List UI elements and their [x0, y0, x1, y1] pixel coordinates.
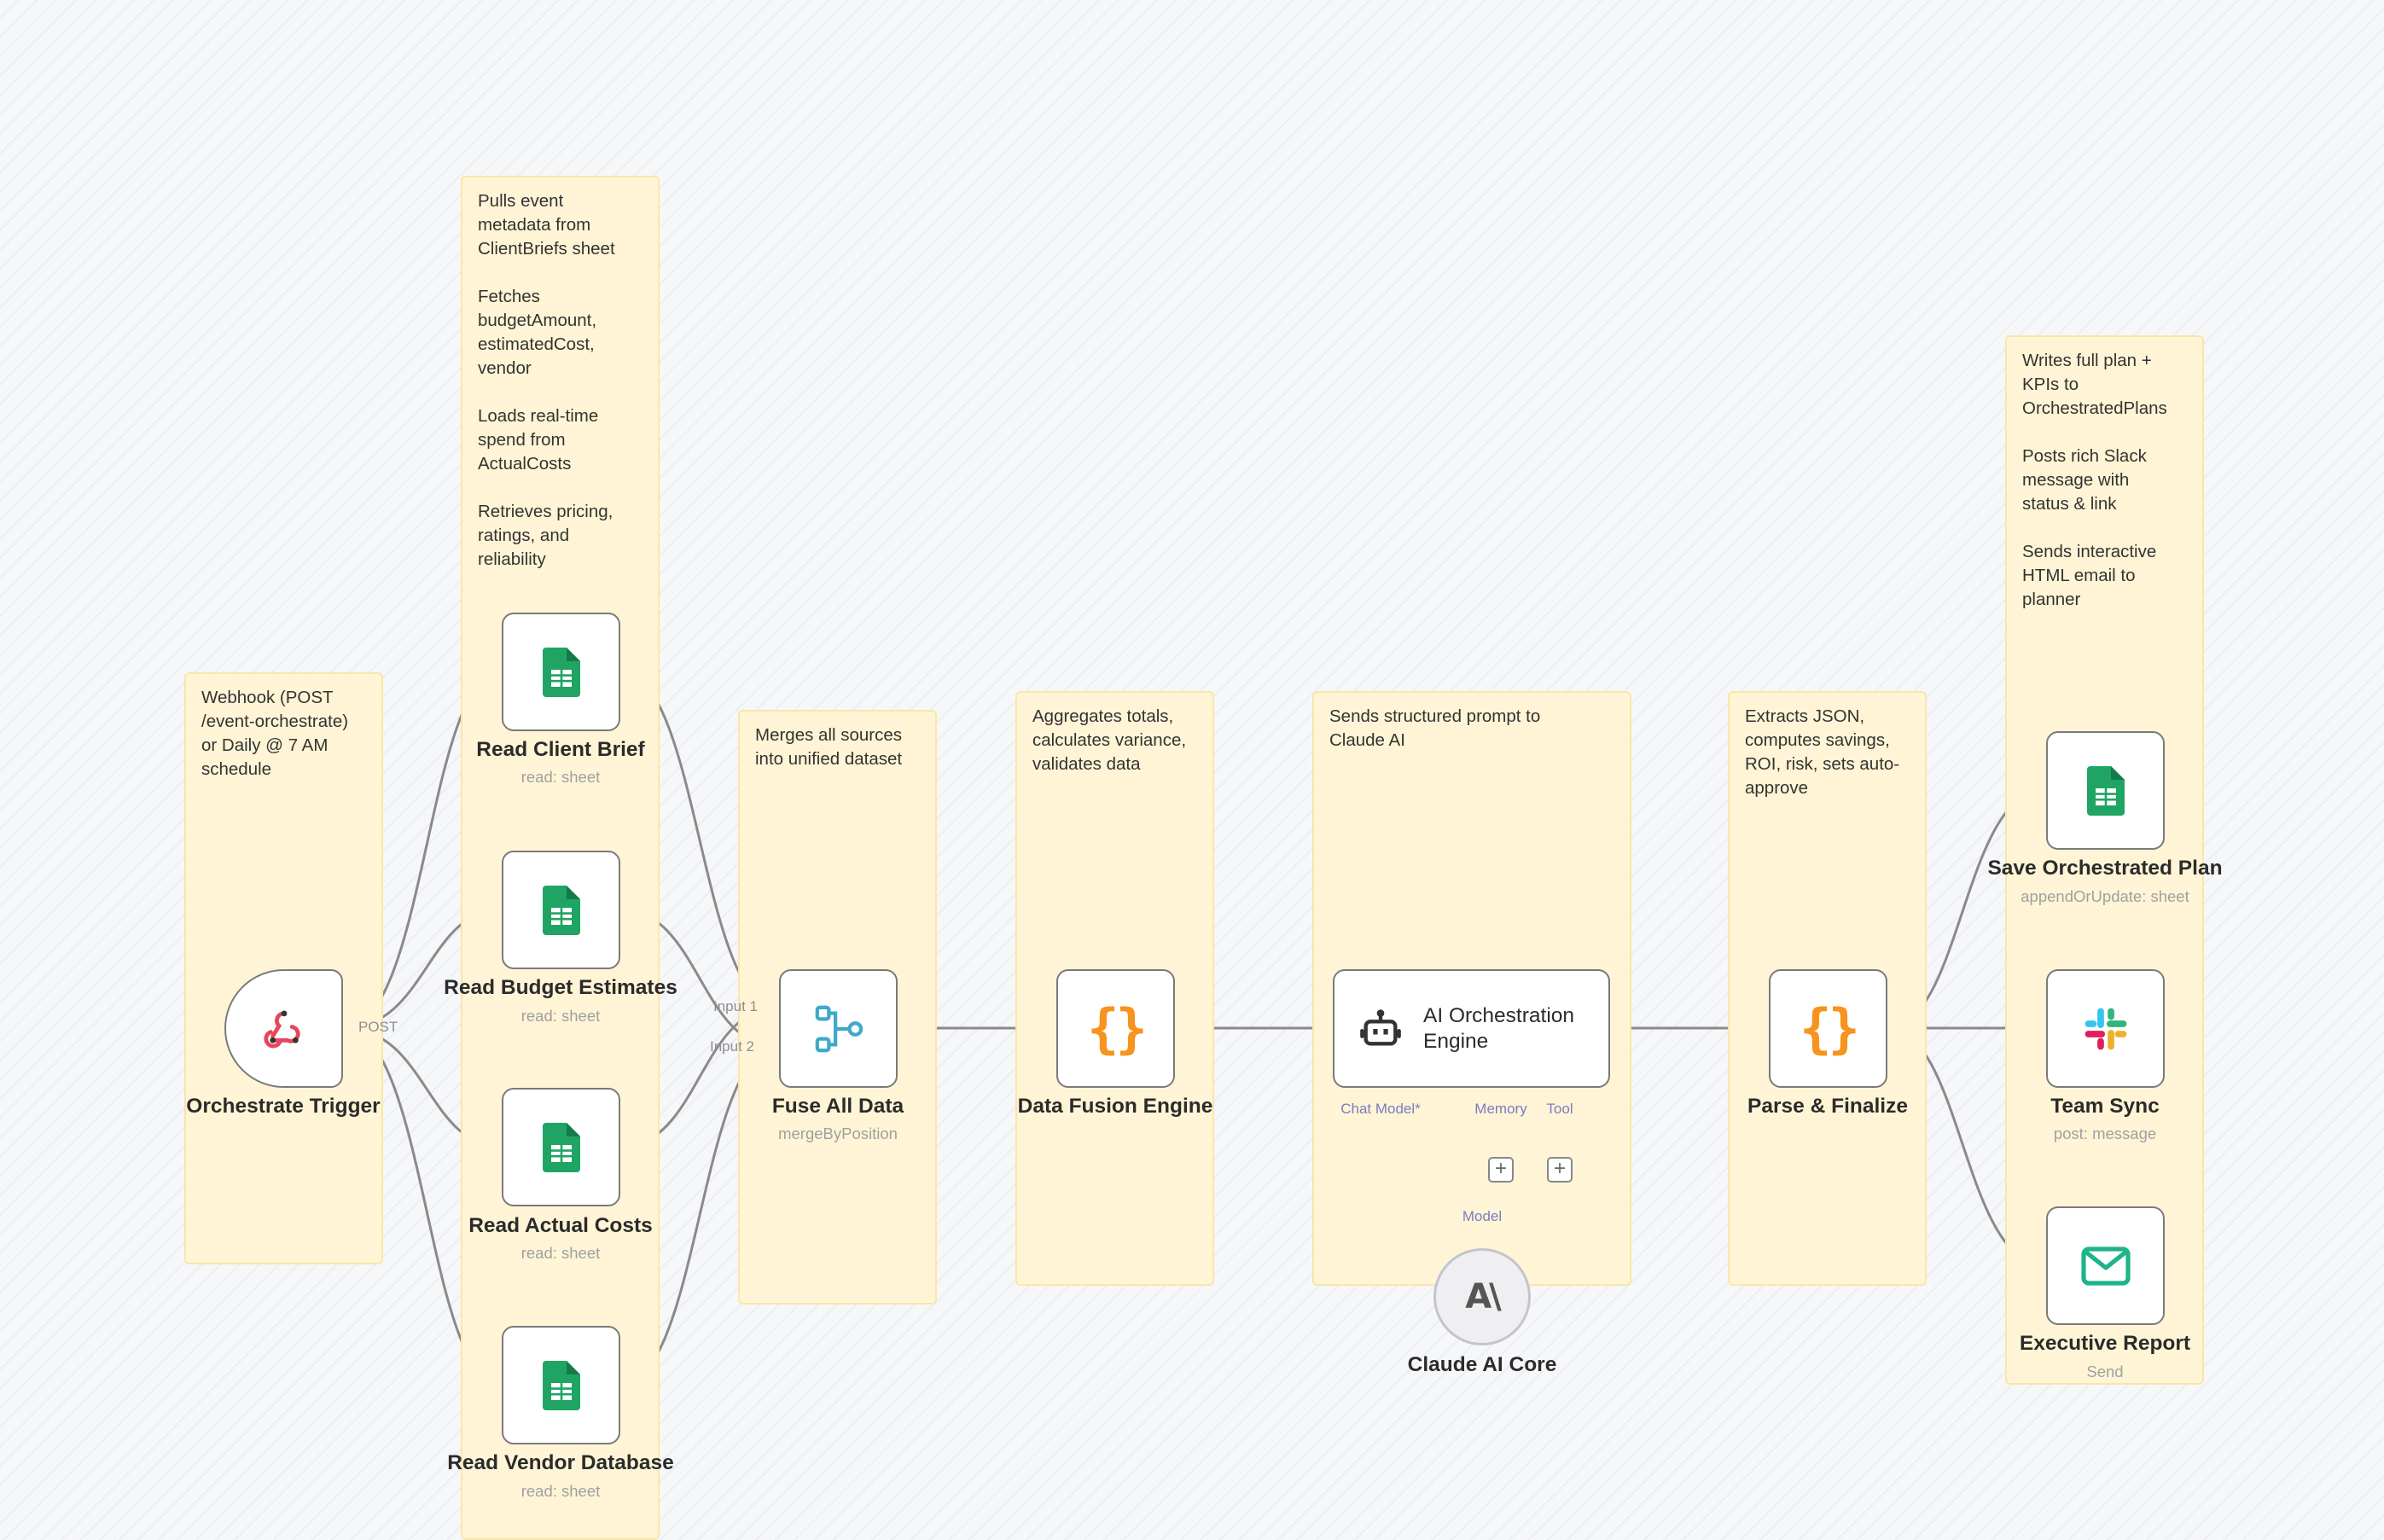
- read-client-brief-subtitle: read: sheet: [520, 768, 601, 786]
- webhook-icon: [263, 1009, 300, 1048]
- read-client-brief-node[interactable]: [502, 613, 620, 731]
- orchestrate-trigger-title: Orchestrate Trigger: [186, 1095, 381, 1118]
- google-sheets-icon: [542, 647, 580, 697]
- chat-model-port-label: Chat Model*: [1340, 1101, 1421, 1117]
- save-orchestrated-plan-title: Save Orchestrated Plan: [1987, 857, 2223, 880]
- read-vendor-database-subtitle: read: sheet: [520, 1482, 601, 1500]
- tool-port-label: Tool: [1546, 1101, 1573, 1117]
- save-orchestrated-plan-subtitle: appendOrUpdate: sheet: [2021, 887, 2189, 905]
- sticky-note-text: Pulls event metadata from ClientBriefs s…: [478, 191, 615, 569]
- executive-report-node[interactable]: [2046, 1206, 2165, 1325]
- team-sync-node[interactable]: [2046, 969, 2165, 1088]
- read-vendor-database-node[interactable]: [502, 1326, 620, 1444]
- sticky-note-trigger[interactable]: Webhook (POST /event-orchestrate) or Dai…: [184, 672, 383, 1264]
- anthropic-icon: A\: [1465, 1277, 1502, 1316]
- memory-port-label: Memory: [1474, 1101, 1527, 1117]
- team-sync-title: Team Sync: [2050, 1095, 2160, 1118]
- executive-report-subtitle: Send: [2086, 1363, 2124, 1380]
- read-budget-estimates-title: Read Budget Estimates: [444, 976, 677, 999]
- fuse-input-1-label: Input 1: [713, 998, 758, 1014]
- fuse-all-data-node[interactable]: [779, 969, 898, 1088]
- read-actual-costs-title: Read Actual Costs: [468, 1214, 653, 1237]
- google-sheets-icon: [542, 1360, 580, 1410]
- read-actual-costs-subtitle: read: sheet: [520, 1244, 601, 1262]
- trigger-port-label: POST: [358, 1019, 398, 1035]
- add-tool-button[interactable]: +: [1547, 1157, 1573, 1183]
- save-orchestrated-plan-node[interactable]: [2046, 731, 2165, 850]
- orchestrate-trigger-node[interactable]: [224, 969, 343, 1088]
- code-braces-icon: {}: [1087, 997, 1148, 1060]
- sticky-note-text: Writes full plan + KPIs to OrchestratedP…: [2022, 351, 2167, 609]
- sticky-note-text: Sends structured prompt to Claude AI: [1329, 706, 1541, 750]
- code-braces-icon: {}: [1800, 997, 1860, 1060]
- read-vendor-database-title: Read Vendor Database: [447, 1451, 674, 1474]
- merge-icon: [815, 1005, 863, 1052]
- team-sync-subtitle: post: message: [2053, 1124, 2157, 1142]
- sticky-note-text: Merges all sources into unified dataset: [755, 725, 903, 769]
- sticky-note-text: Aggregates totals, calculates variance, …: [1032, 706, 1187, 774]
- parse-finalize-node[interactable]: {}: [1769, 969, 1887, 1088]
- executive-report-title: Executive Report: [2019, 1332, 2191, 1355]
- parse-finalize-title: Parse & Finalize: [1747, 1095, 1908, 1118]
- fuse-all-data-subtitle: mergeByPosition: [778, 1124, 898, 1142]
- read-budget-estimates-node[interactable]: [502, 851, 620, 969]
- robot-icon: [1360, 1008, 1401, 1045]
- google-sheets-icon: [542, 1122, 580, 1172]
- ai-orchestration-engine-node[interactable]: AI Orchestration Engine: [1333, 969, 1610, 1088]
- fuse-input-2-label: Input 2: [710, 1038, 754, 1055]
- data-fusion-engine-title: Data Fusion Engine: [1017, 1095, 1213, 1118]
- ai-orchestration-engine-title: AI Orchestration Engine: [1423, 1003, 1575, 1053]
- slack-icon: [2085, 1008, 2126, 1049]
- claude-ai-core-node[interactable]: A\: [1433, 1248, 1531, 1345]
- read-actual-costs-node[interactable]: [502, 1088, 620, 1206]
- add-memory-button[interactable]: +: [1488, 1157, 1514, 1183]
- google-sheets-icon: [2086, 765, 2125, 816]
- claude-model-port-label: Model: [1462, 1208, 1503, 1224]
- data-fusion-engine-node[interactable]: {}: [1056, 969, 1175, 1088]
- sticky-note-text: Extracts JSON, computes savings, ROI, ri…: [1745, 706, 1900, 798]
- envelope-icon: [2080, 1246, 2131, 1286]
- google-sheets-icon: [542, 885, 580, 935]
- read-client-brief-title: Read Client Brief: [476, 738, 645, 761]
- sticky-note-text: Webhook (POST /event-orchestrate) or Dai…: [201, 688, 349, 779]
- fuse-all-data-title: Fuse All Data: [771, 1095, 904, 1118]
- read-budget-estimates-subtitle: read: sheet: [520, 1007, 601, 1025]
- claude-ai-core-title: Claude AI Core: [1407, 1353, 1557, 1376]
